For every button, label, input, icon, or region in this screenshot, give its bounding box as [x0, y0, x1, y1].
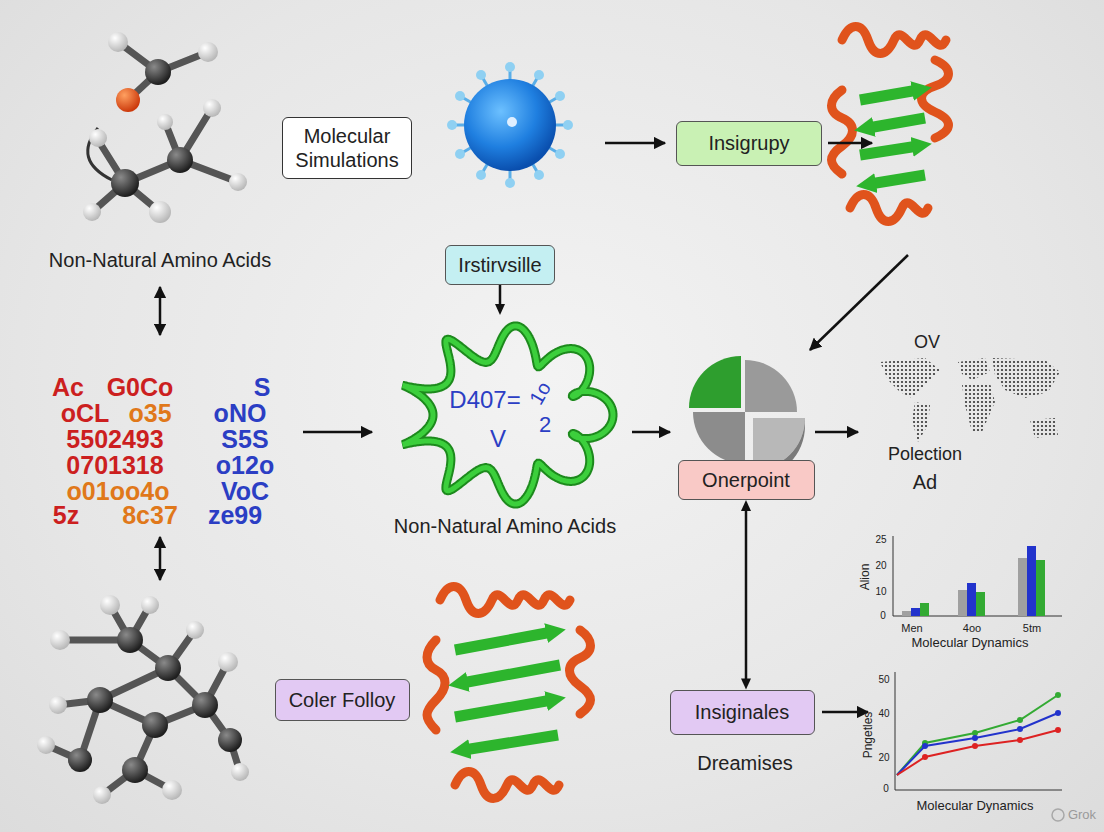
- flow-arrows: [160, 143, 908, 712]
- connector: [495, 285, 505, 315]
- sequence-code: Ac: [52, 374, 84, 402]
- helix-outline: [380, 315, 630, 515]
- atoms: [37, 595, 249, 804]
- box-label: Onerpoint: [702, 468, 790, 492]
- axis-tick: 0: [883, 783, 889, 794]
- bond-line: [88, 128, 112, 180]
- process-box: Onerpoint: [678, 460, 815, 500]
- connector-line: [745, 510, 748, 680]
- protein-ribbon: [832, 27, 949, 222]
- map-label: Polection: [888, 445, 962, 465]
- process-box: Molecular Simulations: [282, 117, 412, 179]
- axis-tick: 40: [878, 708, 889, 719]
- axis-tick: 5tm: [1023, 622, 1041, 634]
- map-label: OV: [914, 333, 940, 353]
- helix-text: 1o: [524, 377, 556, 408]
- axis-title: Alion: [859, 564, 872, 591]
- arrow-head: [741, 679, 751, 690]
- axis-title: Molecular Dynamics: [916, 799, 1033, 813]
- sequence-code: G0Co: [107, 374, 174, 402]
- sequence-code: S5S: [221, 426, 268, 454]
- sequence-code: oCL: [61, 400, 110, 428]
- helix-text: 2: [539, 412, 551, 438]
- sequence-code: oNO: [214, 400, 267, 428]
- axis-title: Molecular Dynamics: [911, 636, 1028, 650]
- watermark-icon: [1052, 809, 1064, 821]
- sequence-code: ze99: [208, 502, 262, 530]
- arrow-head: [495, 304, 505, 315]
- axis-tick: 4oo: [963, 622, 981, 634]
- axis-tick: 0: [880, 610, 886, 621]
- helix-text: D407=: [449, 386, 520, 415]
- sequence-code: 5z: [53, 502, 79, 530]
- sequence-code: 0701318: [66, 452, 163, 480]
- axis-tick: 25: [875, 534, 886, 545]
- protein-ribbon: [427, 587, 591, 799]
- sequence-code: 8c37: [122, 502, 178, 530]
- axis-tick: 20: [875, 560, 886, 571]
- section-title: Non-Natural Amino Acids: [394, 515, 616, 537]
- axis-tick: 20: [878, 752, 889, 763]
- line-chart: [895, 672, 1062, 790]
- caption-text: Dreamises: [697, 752, 793, 774]
- helix-coil: [403, 326, 613, 504]
- world-map: [880, 358, 1060, 442]
- map-label: Ad: [913, 471, 937, 493]
- process-box: Insigrupy: [676, 121, 822, 166]
- box-label: Insiginales: [695, 700, 790, 724]
- nanoparticle: [447, 62, 573, 188]
- process-box: Coler Folloy: [275, 679, 410, 721]
- helix-coil: [403, 326, 613, 504]
- connector-line: [499, 285, 502, 305]
- box-label: Insigrupy: [708, 131, 789, 155]
- sequence-code: o12o: [216, 452, 274, 480]
- helix-text: V: [490, 425, 506, 454]
- molecule-model: [92, 42, 238, 212]
- axis-tick: 10: [875, 586, 886, 597]
- bar-chart: [893, 536, 1062, 616]
- atoms: [83, 32, 247, 223]
- axis-title: Pngetles: [862, 712, 875, 759]
- connector: [741, 500, 751, 690]
- box-label: Coler Folloy: [289, 688, 396, 712]
- watermark: Grok: [1068, 808, 1096, 822]
- sequence-code: 5502493: [66, 426, 163, 454]
- sequence-code: S: [254, 374, 271, 402]
- helix-ribbon: D407=1o 2V: [380, 315, 630, 515]
- arrow-head: [741, 500, 751, 511]
- molecule-model: [46, 605, 240, 795]
- box-label: Molecular Simulations: [291, 124, 403, 172]
- process-box: Insiginales: [670, 690, 815, 735]
- section-title: Non-Natural Amino Acids: [49, 249, 271, 271]
- sequence-code: o35: [128, 400, 171, 428]
- box-label: Irstirvsille: [458, 253, 541, 277]
- axis-tick: 50: [878, 674, 889, 685]
- process-box: Irstirvsille: [445, 245, 555, 285]
- axis-tick: Men: [901, 622, 922, 634]
